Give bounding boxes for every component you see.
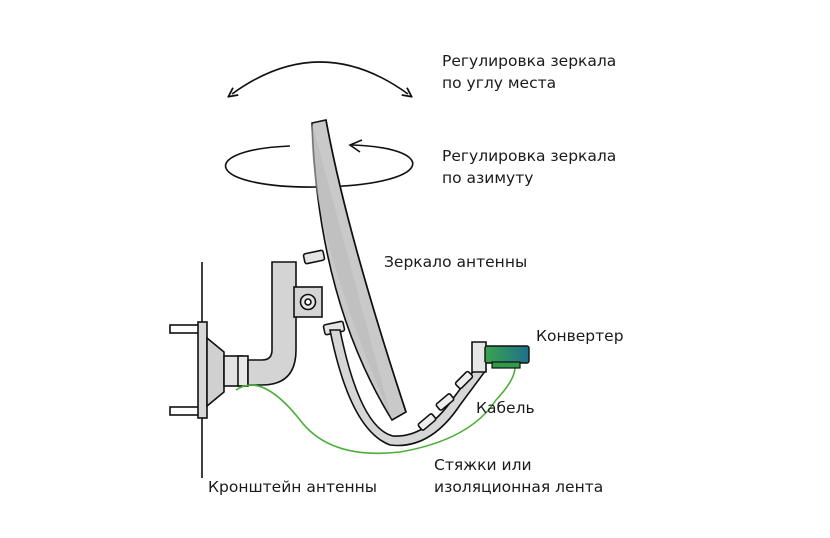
elevation-label: Регулировка зеркала по углу места xyxy=(442,52,617,92)
cable xyxy=(235,366,516,455)
dish-label: Зеркало антенны xyxy=(384,253,528,271)
bracket-label: Кронштейн антенны xyxy=(208,478,378,496)
converter-lnb xyxy=(484,345,530,369)
elevation-arrow xyxy=(232,61,408,94)
cable-label: Кабель xyxy=(476,399,535,417)
bracket xyxy=(169,261,323,419)
dish xyxy=(302,119,407,422)
ties-label: Стяжки или изоляционная лента xyxy=(434,456,604,496)
azimuth-label: Регулировка зеркала по азимуту xyxy=(442,147,617,187)
converter-label: Конвертер xyxy=(536,327,624,345)
feed-arm xyxy=(329,329,488,447)
